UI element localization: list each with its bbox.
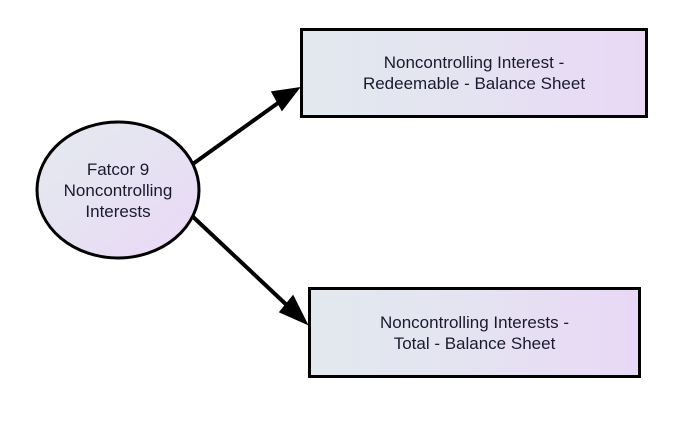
factor-node-shape[interactable] [35,120,201,260]
total-node-shape[interactable] [308,287,641,378]
edge-to-total [188,212,309,326]
edge-to-redeemable [188,86,301,168]
redeemable-node-shape[interactable] [300,28,648,118]
